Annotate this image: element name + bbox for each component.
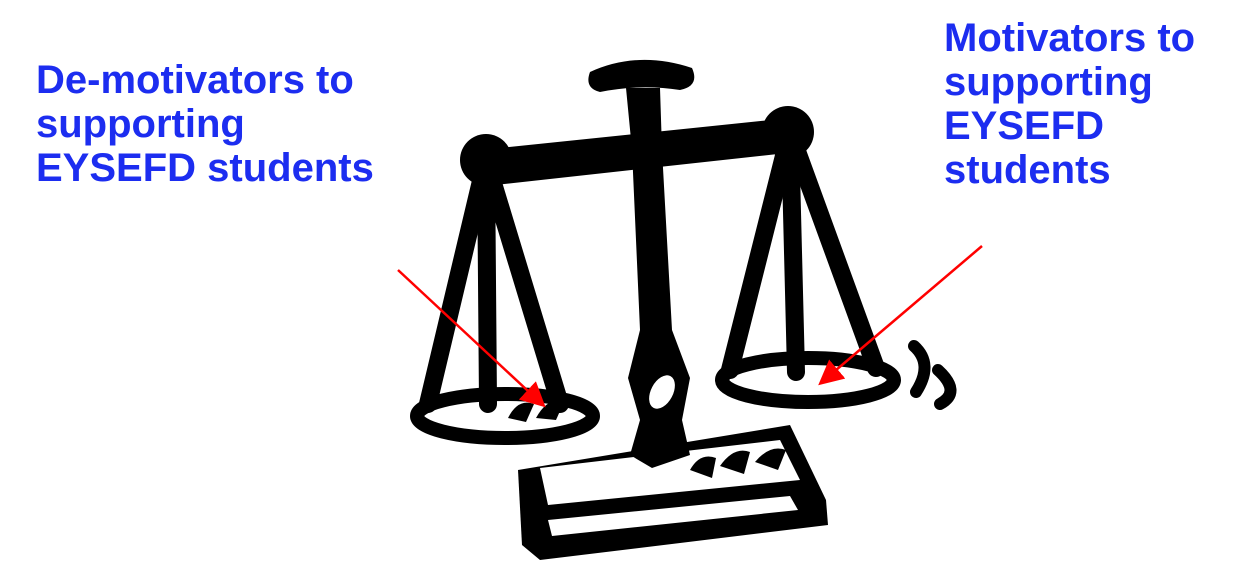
right-pan: [722, 132, 894, 402]
left-pan: [417, 160, 593, 438]
scale-pillar: [588, 60, 694, 468]
motion-marks-icon: [914, 346, 951, 404]
